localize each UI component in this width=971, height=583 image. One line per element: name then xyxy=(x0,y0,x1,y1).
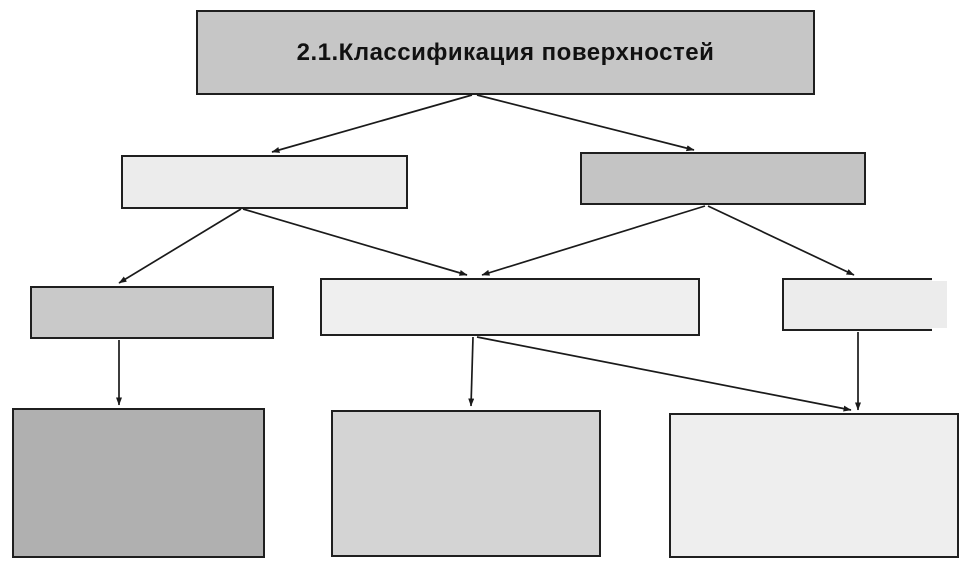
node-group-mid xyxy=(320,278,700,336)
node-leaf-left xyxy=(12,408,265,558)
node-leaf-right xyxy=(669,413,959,558)
arrow-groupmid-to-leafmid xyxy=(468,336,475,407)
node-group-right xyxy=(782,278,932,331)
node-group-left xyxy=(30,286,274,339)
node-group-right-fill-overhang xyxy=(930,281,947,328)
node-branch-left xyxy=(121,155,408,209)
arrow-branchright-to-groupright xyxy=(707,205,855,276)
node-leaf-mid xyxy=(331,410,601,557)
arrow-branchleft-to-groupmid xyxy=(242,208,468,276)
diagram-title: 2.1.Классификация поверхностей xyxy=(296,38,715,66)
arrow-branchleft-to-groupleft xyxy=(118,208,242,284)
node-title: 2.1.Классификация поверхностей xyxy=(196,10,815,95)
arrow-groupmid-to-leafright xyxy=(476,336,852,412)
arrow-title-to-branch-left xyxy=(271,94,473,153)
arrow-branchright-to-groupmid xyxy=(481,205,706,276)
node-branch-right xyxy=(580,152,866,205)
arrow-title-to-branch-right xyxy=(476,94,695,152)
